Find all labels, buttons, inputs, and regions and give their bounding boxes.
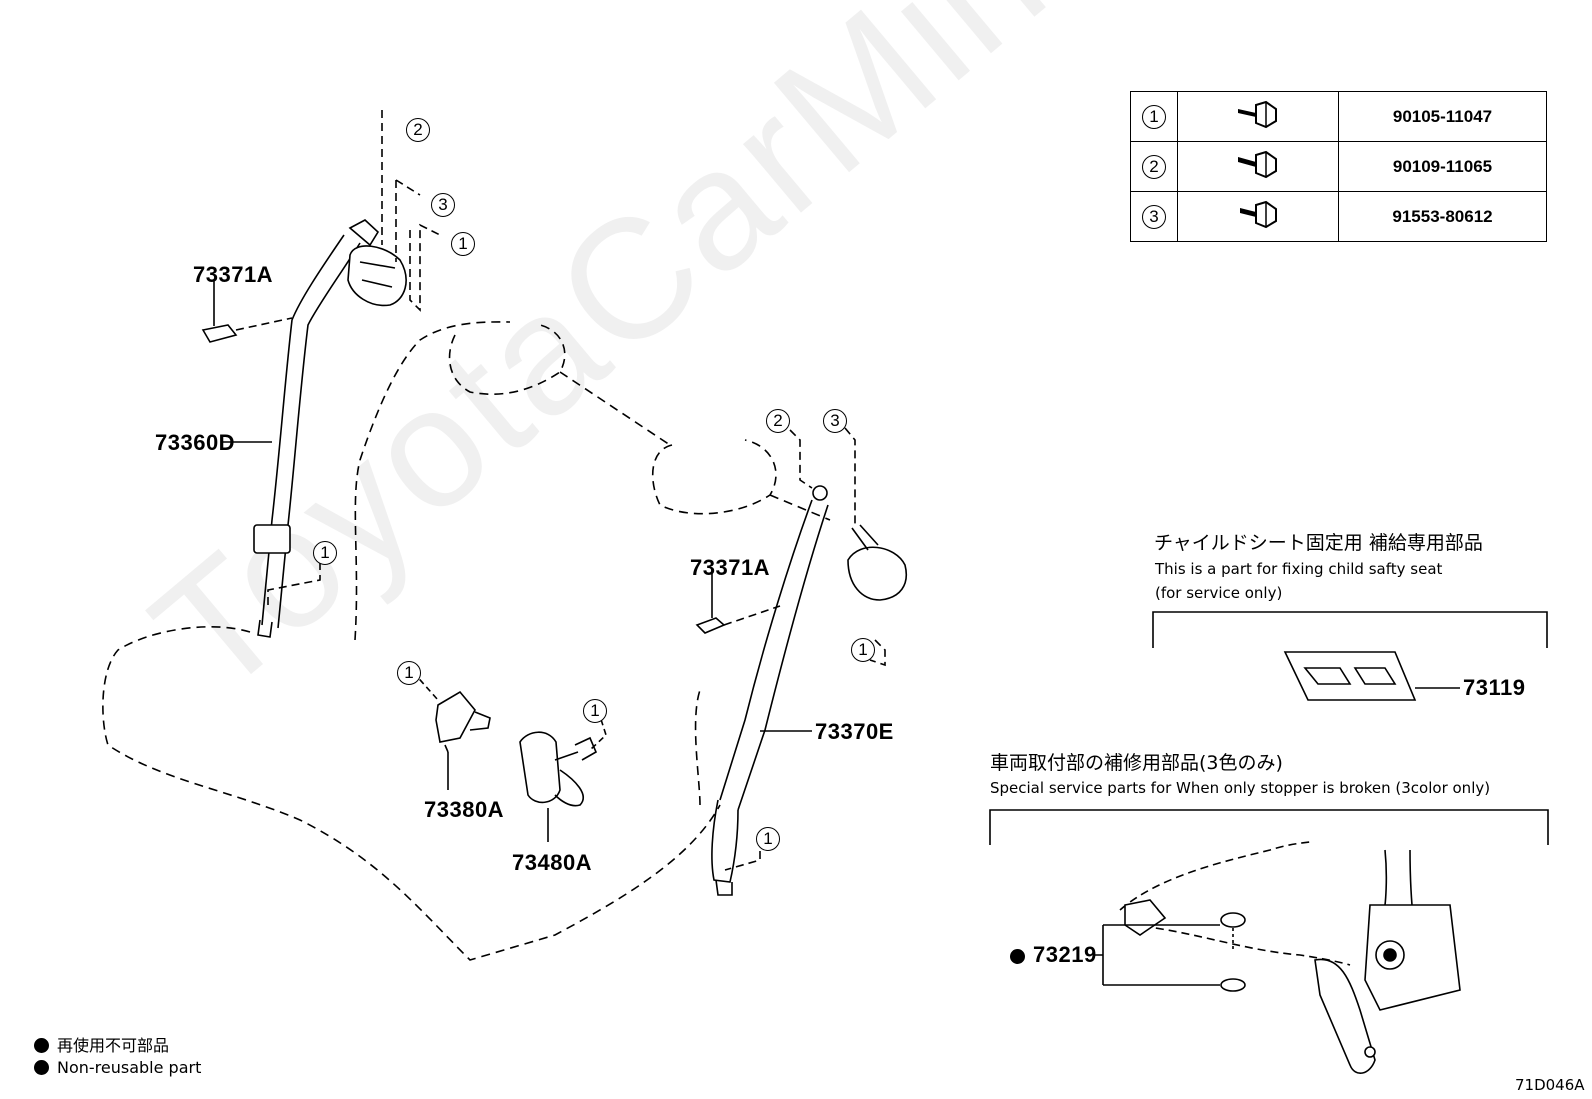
fastener-part-number: 91553-80612 [1338,191,1547,242]
legend-jp-text: 再使用不可部品 [57,1036,170,1055]
part-label-73371A-right: 73371A [690,555,771,580]
part-label-73119: 73119 [1463,675,1526,700]
child-seat-frame [1153,612,1548,642]
buckle-73380A [435,690,491,753]
child-seat-note-line2: (for service only) [1155,584,1283,602]
callout-fastener-1: 1 [313,541,337,565]
leader-73219 [1093,924,1220,986]
legend-en-text: Non-reusable part [57,1058,202,1077]
fastener-ref: 1 [1142,104,1166,129]
seat-outline [102,321,831,961]
left-seat-belt [201,219,407,638]
callout-fastener-1: 1 [756,827,780,851]
non-reusable-dot-icon [34,1060,49,1075]
stopper-title-jp: 車両取付部の補修用部品(3色のみ) [990,752,1283,774]
stopper-illustration [1119,841,1461,1074]
left-leader-lines [235,110,441,605]
leader-73480A-dash [589,709,607,751]
part-label-73219-text: 73219 [1033,942,1097,967]
callout-fastener-1: 1 [451,232,475,256]
callout-fastener-2: 2 [406,118,430,142]
callout-fastener-3: 3 [431,193,455,217]
part-label-73371A-left: 73371A [193,262,274,287]
bolt-icon [1240,200,1277,229]
callout-fastener-3: 3 [823,409,847,433]
non-reusable-dot-icon [34,1038,49,1053]
right-seat-belt [695,485,907,896]
stopper-frame [989,809,1549,845]
callout-fastener-2: 2 [766,409,790,433]
fastener-part-number: 90109-11065 [1338,141,1547,192]
part-label-73480A: 73480A [512,850,593,875]
child-seat-plate [1283,651,1417,701]
fastener-row: 2 90109-11065 [1130,141,1547,192]
fastener-table: 1 90105-11047 2 90109-11065 3 91553-8061… [1130,91,1547,242]
callout-fastener-1: 1 [397,661,421,685]
fastener-part-number: 90105-11047 [1338,91,1547,142]
diagram-code: 71D046A [1515,1076,1585,1094]
bolt-icon [1238,150,1277,179]
fastener-row: 1 90105-11047 [1130,91,1547,142]
legend-en: Non-reusable part [34,1058,201,1077]
child-seat-title-jp: チャイルドシート固定用 補給専用部品 [1154,532,1483,554]
buckle-73480A [519,731,598,807]
leader-73380A-dash [412,671,439,701]
part-label-73380A: 73380A [424,797,505,822]
legend-jp: 再使用不可部品 [34,1032,169,1056]
child-seat-note-line1: This is a part for fixing child safty se… [1155,560,1443,578]
part-label-73360D: 73360D [155,430,236,455]
fastener-ref: 2 [1142,154,1166,179]
bolt-icon [1238,100,1277,129]
fastener-row: 3 91553-80612 [1130,191,1547,242]
callout-fastener-1: 1 [851,638,875,662]
fastener-ref: 3 [1142,204,1166,229]
callout-fastener-1: 1 [583,699,607,723]
stopper-note-line1: Special service parts for When only stop… [990,779,1491,797]
part-label-73219: 73219 [1010,942,1097,968]
part-label-73370E: 73370E [815,719,894,744]
non-reusable-dot-icon [1010,949,1025,964]
